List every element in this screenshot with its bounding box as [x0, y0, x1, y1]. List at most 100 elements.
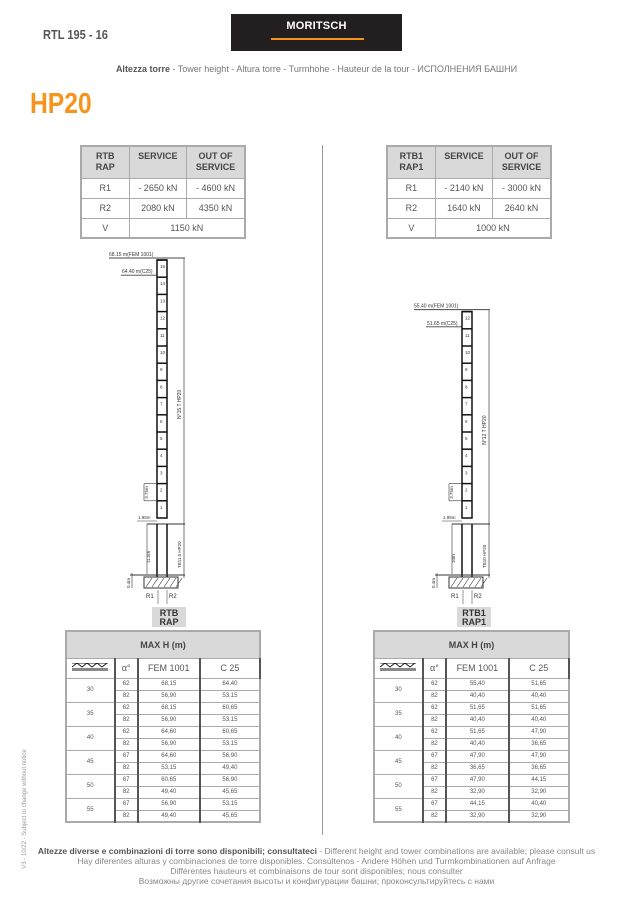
- cell: 55,40: [445, 677, 510, 691]
- section-number: 7: [160, 402, 163, 407]
- cell: 82: [422, 761, 448, 775]
- cell: 36,65: [508, 761, 570, 775]
- mast-label: N°15 T HP20: [177, 389, 183, 419]
- top-height-c25: 51.65 m(C25): [427, 321, 458, 327]
- jib-length: 55: [373, 797, 424, 823]
- fem-header: FEM 1001: [445, 657, 510, 679]
- cell: 47,90: [445, 749, 510, 763]
- cell: 82: [422, 713, 448, 727]
- cell: 51,65: [508, 677, 570, 691]
- subtitle-bold: Altezza torre: [115, 64, 170, 74]
- alpha-header: α°: [422, 657, 448, 679]
- v-value: 1150 kN: [128, 217, 246, 239]
- base-label: TB11.5 HP20: [177, 541, 182, 568]
- dim-base: 11.5m: [146, 551, 151, 563]
- base-label: TB10 HP20: [482, 544, 487, 568]
- cell: 32,90: [445, 809, 510, 823]
- top-height-c25: 64.40 m(C25): [122, 269, 153, 275]
- table-row: R1- 2140 kN- 3000 kN: [386, 177, 552, 199]
- cell: 82: [422, 809, 448, 823]
- max-height-title: MAX H (m): [373, 630, 570, 659]
- section-number: 13: [160, 298, 166, 303]
- top-height-fem: 68.15 m(FEM 1001): [109, 252, 154, 258]
- jib-length: 55: [65, 797, 116, 823]
- cell: 82: [422, 785, 448, 799]
- cell: 82: [113, 809, 139, 823]
- section-number: 10: [160, 350, 166, 355]
- subtitle-rest: - Tower height - Altura torre - Turmhohe…: [169, 64, 518, 74]
- v-label: V: [386, 217, 436, 239]
- cell: 47,90: [508, 749, 570, 763]
- section-number: 14: [160, 281, 166, 286]
- cell: 51,65: [445, 725, 510, 739]
- jib-length: 45: [65, 749, 116, 775]
- cell: 32,90: [508, 785, 570, 799]
- jib-length: 30: [373, 677, 424, 703]
- section-title: HP20: [30, 88, 92, 120]
- base-name-2: RAP: [159, 617, 179, 627]
- cell: 67: [422, 797, 448, 811]
- jib-length: 40: [65, 725, 116, 751]
- footer-note: Altezze diverse e combinazioni di torre …: [0, 846, 633, 886]
- dim-section: 3.75m: [144, 486, 149, 499]
- section-number: 2: [160, 488, 163, 493]
- top-height-fem: 55.40 m(FEM 1001): [414, 304, 459, 310]
- section-number: 1: [160, 505, 163, 510]
- header-service: SERVICE: [434, 145, 494, 179]
- section-number: 12: [465, 316, 471, 321]
- table-row: R1- 2650 kN- 4600 kN: [80, 177, 246, 199]
- cell: 51,65: [445, 701, 510, 715]
- fem-header: FEM 1001: [137, 657, 201, 679]
- section-number: 12: [160, 316, 166, 321]
- cell: 45,65: [199, 809, 261, 823]
- cell: 40,40: [508, 797, 570, 811]
- mast-label: N°12 T HP20: [482, 415, 488, 445]
- cell: 51,65: [508, 701, 570, 715]
- cell: 32,90: [508, 809, 570, 823]
- cell: 40,40: [508, 689, 570, 703]
- r2-label: R2: [169, 594, 177, 600]
- section-number: 3: [160, 470, 163, 475]
- cell: 40,40: [508, 713, 570, 727]
- subtitle: Altezza torre - Tower height - Altura to…: [0, 64, 633, 74]
- cell: 36,65: [445, 761, 510, 775]
- jib-length: 50: [373, 773, 424, 799]
- version-note: V3 - 10/22 - Subject to change without n…: [22, 749, 28, 869]
- r1-label: R1: [451, 594, 459, 600]
- section-number: 9: [465, 367, 468, 372]
- dim-first: 1.95m: [443, 515, 456, 520]
- section-number: 8: [160, 384, 163, 389]
- section-number: 11: [160, 333, 165, 338]
- section-number: 6: [160, 419, 163, 424]
- section-number: 2: [465, 488, 468, 493]
- section-number: 4: [160, 453, 163, 458]
- section-number: 9: [160, 367, 163, 372]
- jib-length: 50: [65, 773, 116, 799]
- base-name-1: RTB1: [462, 608, 486, 618]
- dim-foundation: 0.4m: [126, 578, 131, 588]
- section-number: 4: [465, 453, 468, 458]
- v-label: V: [80, 217, 130, 239]
- r1-label: R1: [146, 594, 154, 600]
- footer-line1: - Different height and tower combination…: [316, 846, 596, 856]
- base-name-1: RTB: [159, 608, 179, 618]
- cell: 40,40: [445, 713, 510, 727]
- dim-first: 1.95m: [138, 515, 151, 520]
- header-base: RTB RAP: [80, 145, 130, 179]
- jib-length: 35: [373, 701, 424, 727]
- logo-text: MORITSCH: [286, 20, 347, 32]
